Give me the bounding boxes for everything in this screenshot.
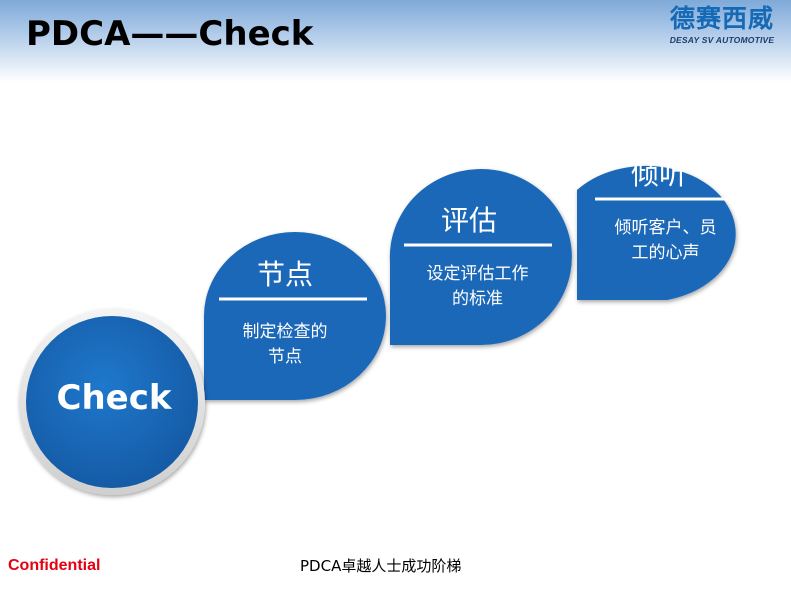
step-desc-evaluate-line2: 的标准 bbox=[452, 289, 503, 309]
step-desc-node-line1: 制定检查的 bbox=[242, 322, 328, 342]
step-title-node: 节点 bbox=[256, 258, 313, 291]
confidential-label: Confidential bbox=[8, 557, 101, 574]
step-title-listen: 倾听 bbox=[630, 158, 687, 191]
step-bubble-node bbox=[204, 232, 386, 400]
step-desc-node-line2: 节点 bbox=[268, 347, 302, 367]
check-circle bbox=[26, 316, 198, 488]
step-desc-listen-line1: 倾听客户、员 bbox=[614, 218, 717, 238]
step-title-evaluate: 评估 bbox=[440, 204, 497, 237]
logo-chinese-text: 德赛西威 bbox=[669, 4, 774, 33]
company-logo: 德赛西威 DESAY SV AUTOMOTIVE bbox=[667, 4, 777, 45]
page-title: PDCA——Check bbox=[26, 14, 314, 54]
logo-english-text: DESAY SV AUTOMOTIVE bbox=[669, 35, 775, 45]
step-bubble-evaluate bbox=[389, 169, 572, 345]
footer-caption: PDCA卓越人士成功阶梯 bbox=[300, 557, 462, 575]
step-desc-evaluate-line1: 设定评估工作 bbox=[426, 264, 529, 284]
step-desc-listen-line2: 工的心声 bbox=[631, 243, 700, 263]
step-desc-evaluate: 设定评估工作 的标准 bbox=[400, 262, 555, 312]
step-desc-node: 制定检查的 节点 bbox=[210, 320, 360, 370]
header-band bbox=[0, 0, 791, 82]
step-desc-listen: 倾听客户、员 工的心声 bbox=[588, 216, 743, 266]
check-label: Check bbox=[56, 378, 172, 418]
